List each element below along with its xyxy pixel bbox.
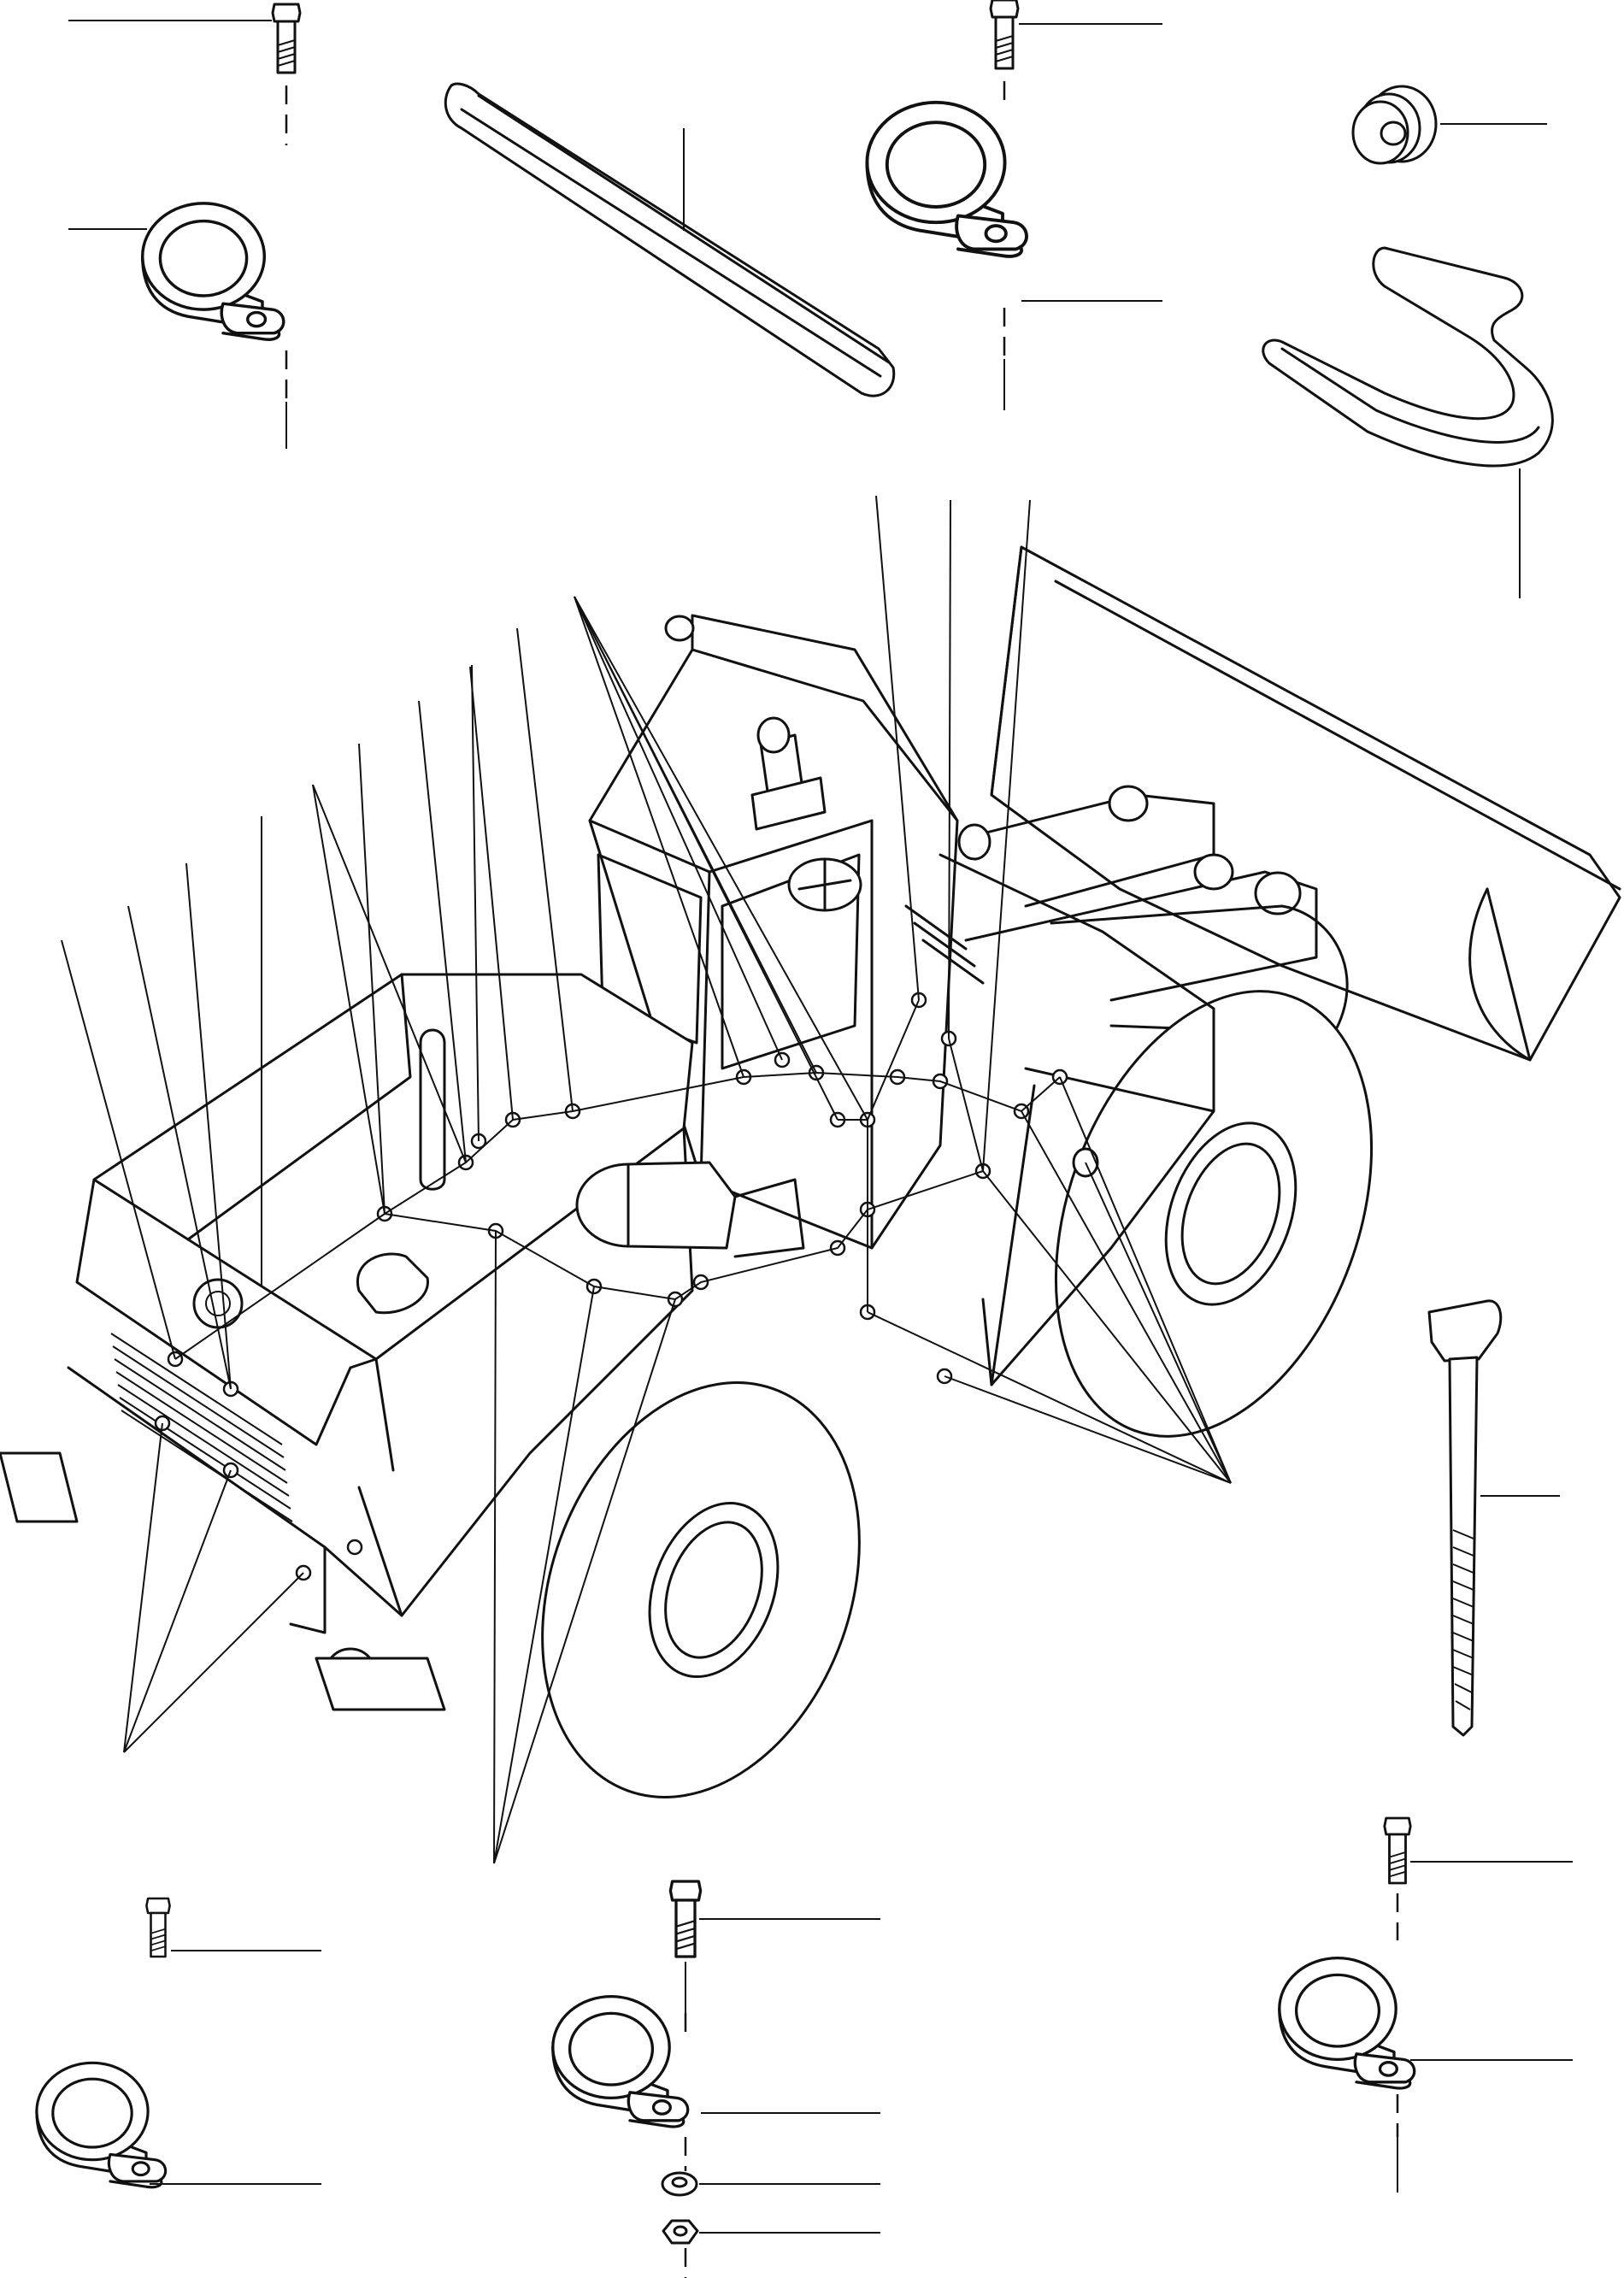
hex-nut-icon [662,2219,699,2245]
hex-bolt-icon [145,1897,171,1958]
cable-clamp-icon [865,100,1028,258]
lock-washer-icon [661,2171,698,2197]
u-shaped-edge-trim [1262,246,1554,598]
rear-chassis [939,853,1215,1386]
hex-bolt-icon [668,1880,703,1958]
top-left-clamp [68,202,288,449]
cable-tie-icon [1427,1299,1503,1737]
cable-clamp-icon [140,202,285,341]
rear-wheel [1054,990,1374,1438]
hex-nut [662,2219,880,2278]
edge-protection-strip-icon [444,82,896,397]
bottom-left-clamp [35,2061,321,2189]
hex-bolt-icon [1383,1816,1412,1885]
cable-clamp-icon [1278,1956,1416,2090]
bottom-center-clamp [551,1994,880,2171]
leader-lines [61,495,1232,1864]
loader-bucket [990,545,1621,1062]
hex-bolt-icon [989,0,1020,70]
u-shaped-edge-trim-icon [1262,246,1554,468]
rubber-grommet [1351,85,1547,165]
hex-bolt-icon [271,3,302,74]
bottom-left-bolt [145,1897,321,1958]
bottom-right-bolt [1383,1816,1573,1940]
engine-compartment [0,973,805,1711]
top-center-clamp [865,100,1162,410]
front-wheel [541,1381,861,1798]
top-left-bolt [68,3,302,145]
cable-clamp-icon [35,2061,168,2189]
loader-arms [957,785,1349,1036]
rubber-grommet-icon [1351,85,1438,165]
wheel-loader-illustration [0,495,1621,1864]
cable-clamp-icon [551,1994,690,2128]
lock-washer [661,2171,880,2197]
edge-protection-strip [444,82,896,397]
top-center-bolt [989,0,1162,107]
bottom-right-clamp [1278,1956,1573,2193]
cable-tie-part [1427,1299,1560,1737]
bottom-center-bolt [668,1880,880,2039]
